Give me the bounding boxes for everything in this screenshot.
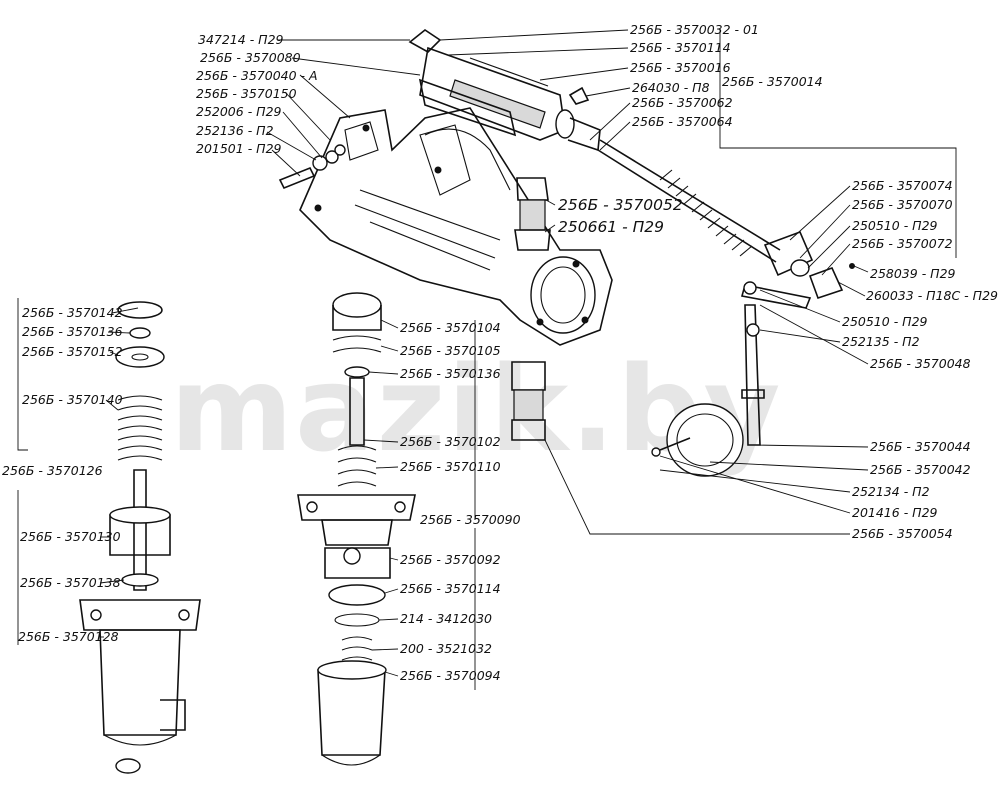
group-brackets: [17, 28, 957, 690]
part-label: 256Б - 3570032 - 01: [630, 22, 759, 37]
leader-lines: [99, 29, 869, 677]
part-label: 256Б - 3570054: [852, 526, 953, 541]
part-label: 256Б - 3570040 - А: [196, 68, 318, 83]
part-label: 256Б - 3570140: [22, 392, 123, 407]
part-label: 201501 - П29: [196, 141, 282, 156]
part-label: 256Б - 3570114: [630, 40, 731, 55]
part-label: 214 - 3412030: [400, 611, 492, 626]
left-bolts: [278, 144, 346, 190]
part-label: 256Б - 3570136: [400, 366, 501, 381]
part-label: 200 - 3521032: [400, 641, 492, 656]
cylinder-assembly: [408, 29, 601, 152]
part-label: 252135 - П2: [842, 334, 920, 349]
left-column-assembly: [79, 301, 201, 774]
part-label: 256Б - 3570130: [20, 529, 121, 544]
part-label: 256Б - 3570152: [22, 344, 123, 359]
part-label: 256Б - 3570102: [400, 434, 501, 449]
part-label: 250661 - П29: [558, 218, 664, 236]
part-label: 252006 - П29: [196, 104, 282, 119]
part-label: 256Б - 3570080: [200, 50, 301, 65]
part-label: 256Б - 3570072: [852, 236, 953, 251]
part-label: 256Б - 3570104: [400, 320, 501, 335]
spring-rod: [597, 139, 855, 300]
part-labels: 347214 - П29 256Б - 3570080 256Б - 35700…: [2, 22, 998, 683]
part-label: 256Б - 3570044: [870, 439, 971, 454]
part-label: 256Б - 3570136: [22, 324, 123, 339]
part-label: 256Б - 3570052: [558, 196, 683, 214]
part-label: 256Б - 3570062: [632, 95, 733, 110]
lever-assembly: [651, 281, 812, 477]
part-label: 260033 - П18С - П29: [866, 288, 998, 303]
part-label: 256Б - 3570064: [632, 114, 733, 129]
part-label: 256Б - 3570138: [20, 575, 121, 590]
part-label: 256Б - 3570070: [852, 197, 953, 212]
part-label: 256Б - 3570094: [400, 668, 501, 683]
part-label: 256Б - 3570014: [722, 74, 823, 89]
part-label: 256Б - 3570048: [870, 356, 971, 371]
part-label: 256Б - 3570110: [400, 459, 501, 474]
part-label: 347214 - П29: [198, 32, 284, 47]
part-label: 256Б - 3570128: [18, 629, 119, 644]
part-label: 256Б - 3570090: [420, 512, 521, 527]
part-label: 256Б - 3570126: [2, 463, 103, 478]
part-label: 264030 - П8: [632, 80, 710, 95]
part-label: 252134 - П2: [852, 484, 930, 499]
part-label: 256Б - 3570142: [22, 305, 123, 320]
part-label: 256Б - 3570150: [196, 86, 297, 101]
part-label: 250510 - П29: [852, 218, 938, 233]
part-label: 256Б - 3570092: [400, 552, 501, 567]
part-label: 201416 - П29: [852, 505, 938, 520]
part-label: 250510 - П29: [842, 314, 928, 329]
part-label: 256Б - 3570042: [870, 462, 971, 477]
part-label: 256Б - 3570105: [400, 343, 501, 358]
part-label: 252136 - П2: [196, 123, 274, 138]
part-label: 258039 - П29: [870, 266, 956, 281]
part-label: 256Б - 3570114: [400, 581, 501, 596]
part-label: 256Б - 3570074: [852, 178, 953, 193]
valve-housing: [299, 107, 613, 346]
part-label: 256Б - 3570016: [630, 60, 731, 75]
